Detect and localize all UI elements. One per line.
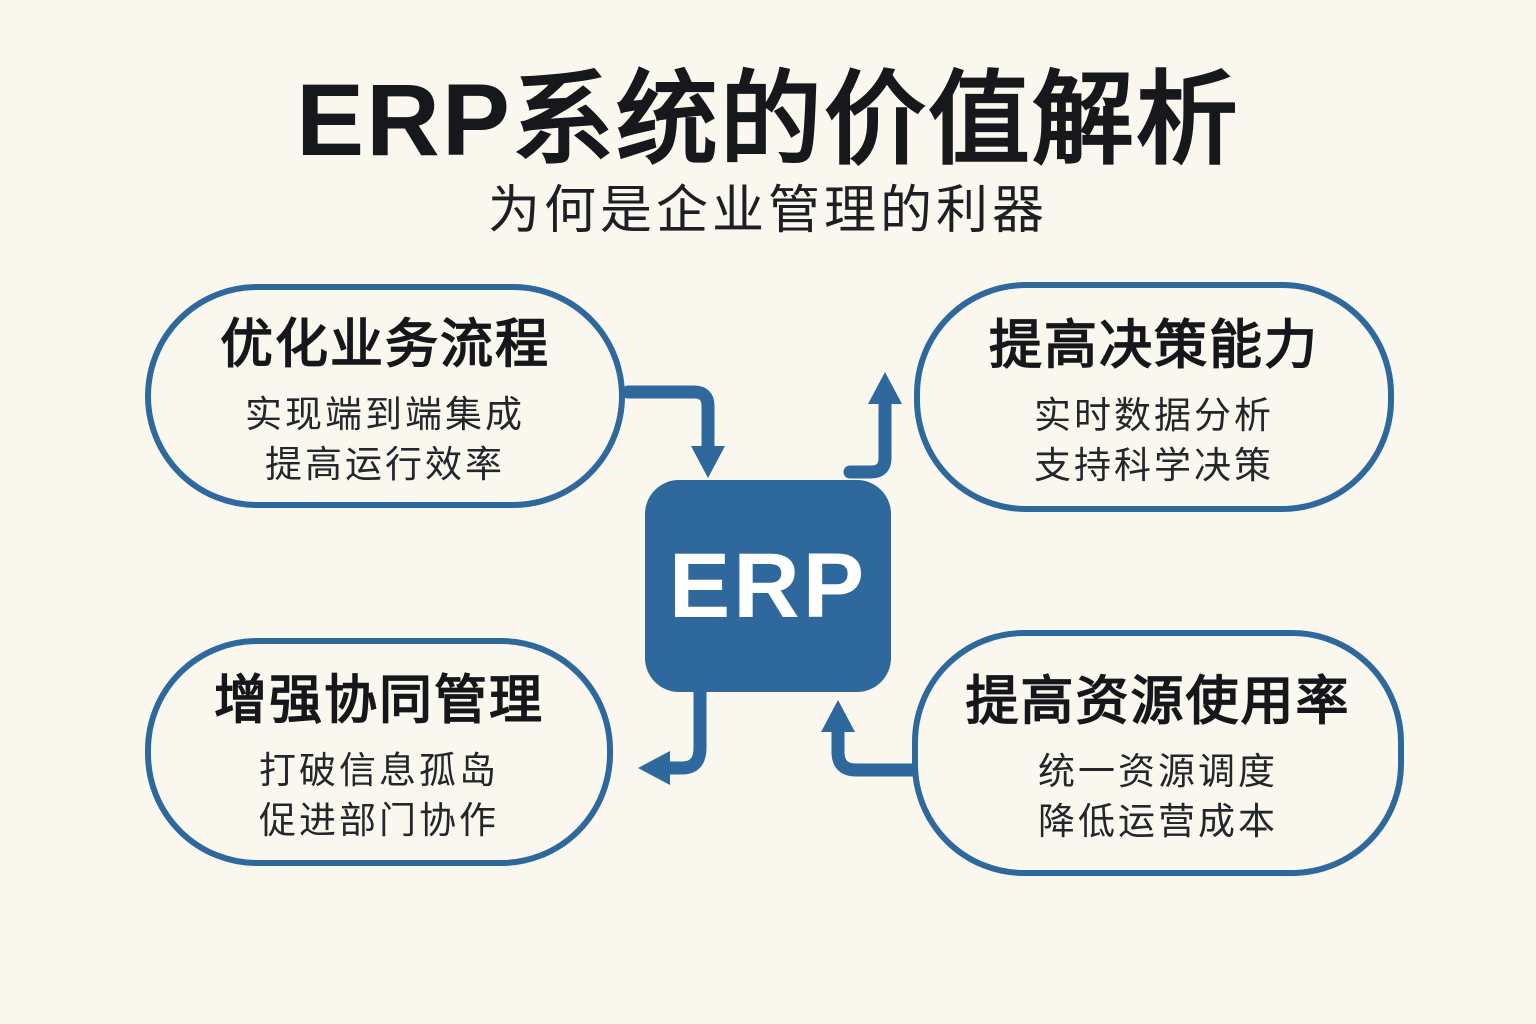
- arrowhead-left-icon: [638, 751, 670, 785]
- benefit-box-resource-utilization: 提高资源使用率 统一资源调度 降低运营成本: [912, 630, 1404, 876]
- arrow-top-left-to-center: [621, 385, 715, 455]
- box-heading: 增强协同管理: [214, 671, 544, 731]
- diagram-title: ERP系统的价值解析: [296, 63, 1240, 177]
- benefit-box-collaboration: 增强协同管理 打破信息孤岛 促进部门协作: [145, 638, 613, 866]
- arrow-center-to-top-right: [843, 393, 892, 479]
- box-line: 降低运营成本: [1038, 801, 1278, 842]
- box-heading: 提高资源使用率: [965, 672, 1351, 732]
- arrow-bottom-right-to-center: [831, 719, 923, 777]
- box-heading: 优化业务流程: [220, 315, 550, 375]
- diagram-subtitle: 为何是企业管理的利器: [487, 182, 1048, 240]
- benefit-box-decision-making: 提高决策能力 实时数据分析 支持科学决策: [914, 282, 1394, 512]
- box-line: 提高运行效率: [265, 444, 505, 485]
- box-heading: 提高决策能力: [989, 316, 1319, 376]
- arrow-center-to-bottom-left: [657, 683, 707, 775]
- box-line: 支持科学决策: [1034, 445, 1274, 486]
- arrowhead-up-icon: [868, 372, 902, 404]
- box-line: 实现端到端集成: [245, 394, 525, 436]
- box-line: 实时数据分析: [1034, 395, 1274, 437]
- erp-center-node: ERP: [645, 480, 891, 692]
- arrowhead-up-icon: [821, 700, 855, 732]
- box-line: 统一资源调度: [1038, 751, 1278, 793]
- arrowhead-down-icon: [691, 446, 725, 478]
- box-line: 促进部门协作: [259, 800, 499, 841]
- erp-label: ERP: [668, 534, 868, 637]
- box-line: 打破信息孤岛: [259, 750, 499, 792]
- benefit-box-optimize-processes: 优化业务流程 实现端到端集成 提高运行效率: [145, 284, 625, 508]
